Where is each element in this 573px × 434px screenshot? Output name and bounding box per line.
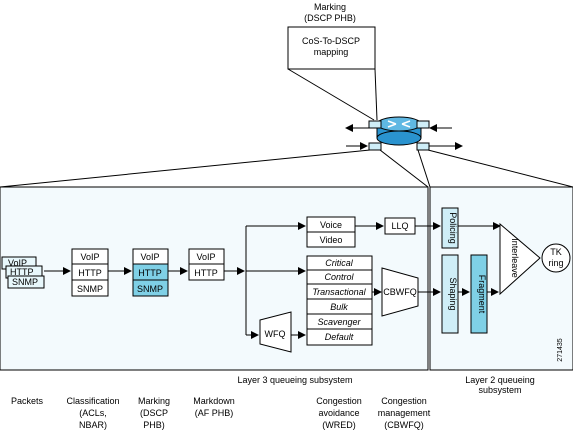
tk-ring-circle [541,243,571,273]
wred-scavenger: Scavenger [317,317,361,327]
caption-congestion-avoidance-line-1: Congestion [316,396,362,406]
caption-marking-line-2: (DSCP [140,408,168,418]
caption-packets-line-1: Packets [11,396,44,406]
marking-subtitle: (DSCP PHB) [304,13,356,23]
caption-classification-line-2: (ACLs, [79,408,107,418]
caption-marking-line-1: Marking [138,396,170,406]
layer2-label-line2: subsystem [478,385,521,395]
interleave-shape [499,222,541,296]
caption-markdown-line-1: Markdown [193,396,235,406]
video-label: Video [320,235,343,245]
expand-line-right [427,149,573,188]
marking-snmp: SNMP [137,284,163,294]
caption-markdown-line-2: (AF PHB) [195,408,234,418]
packets-stack: VoIP HTTP SNMP [1,256,45,289]
caption-classification-line-3: NBAR) [79,420,107,430]
voice-label: Voice [320,220,342,230]
ring-label: ring [548,258,563,268]
wred-control: Control [324,272,354,282]
policing-box [441,207,459,249]
cos-to-dscp-label: CoS-To-DSCP [302,36,360,46]
packet-snmp: SNMP [12,277,38,287]
caption-congestion-management-line-1: Congestion [381,396,427,406]
markdown-voip: VoIP [196,252,215,262]
classification-stack: VoIP HTTP SNMP [71,248,109,297]
callout-line-right [374,68,378,121]
marking-http: HTTP [138,268,162,278]
caption-congestion-management-line-3: (CBWFQ) [384,420,424,430]
expand-line-mid2 [417,149,431,188]
wfq-label: WFQ [265,329,286,339]
stage-captions: Packets Classification (ACLs, NBAR) Marking (… [11,396,431,430]
marking-title: Marking [314,2,346,12]
wred-critical: Critical [325,258,354,268]
caption-congestion-avoidance-line-2: avoidance [318,408,359,418]
packet-voip: VoIP [8,258,27,268]
figure-id: 271435 [557,338,564,361]
interleave-label: Interleave [510,238,520,278]
marking-stack: VoIP HTTP SNMP [132,248,169,297]
wred-classes: Critical Control Transactional Bulk Scav… [306,255,373,346]
router-icon [368,116,430,151]
wred-default: Default [325,332,354,342]
policing-label: Policing [448,212,458,244]
caption-congestion-management-line-2: management [378,408,431,418]
mapping-label: mapping [314,47,349,57]
voice-video-stack: Voice Video [306,216,356,248]
cbwfq-label: CBWFQ [383,287,417,297]
wred-transactional: Transactional [312,287,366,297]
marking-voip: VoIP [140,252,159,262]
caption-classification-line-1: Classification [66,396,119,406]
fragment-box [470,254,488,334]
classification-http: HTTP [78,268,102,278]
shaping-label: Shaping [448,277,458,310]
packet-http: HTTP [10,267,34,277]
callout-line-left [287,68,375,121]
layer3-label: Layer 3 queueing subsystem [237,375,352,385]
markdown-http: HTTP [194,268,218,278]
classification-voip: VoIP [80,252,99,262]
tk-label: TK [550,247,562,257]
llq-label: LLQ [391,221,408,231]
expand-line-mid [379,149,429,188]
shaping-box [441,254,459,334]
wfq-shape [259,311,292,353]
cos-to-dscp-box [287,26,376,70]
wred-bulk: Bulk [330,302,348,312]
caption-congestion-avoidance-line-3: (WRED) [322,420,356,430]
caption-marking-line-3: PHB) [143,420,165,430]
expand-line-left [0,149,371,188]
layer2-label-line1: Layer 2 queueing [465,375,535,385]
fragment-label: Fragment [477,275,487,314]
classification-snmp: SNMP [77,284,103,294]
cbwfq-shape [381,267,419,317]
markdown-stack: VoIP HTTP [188,248,225,281]
